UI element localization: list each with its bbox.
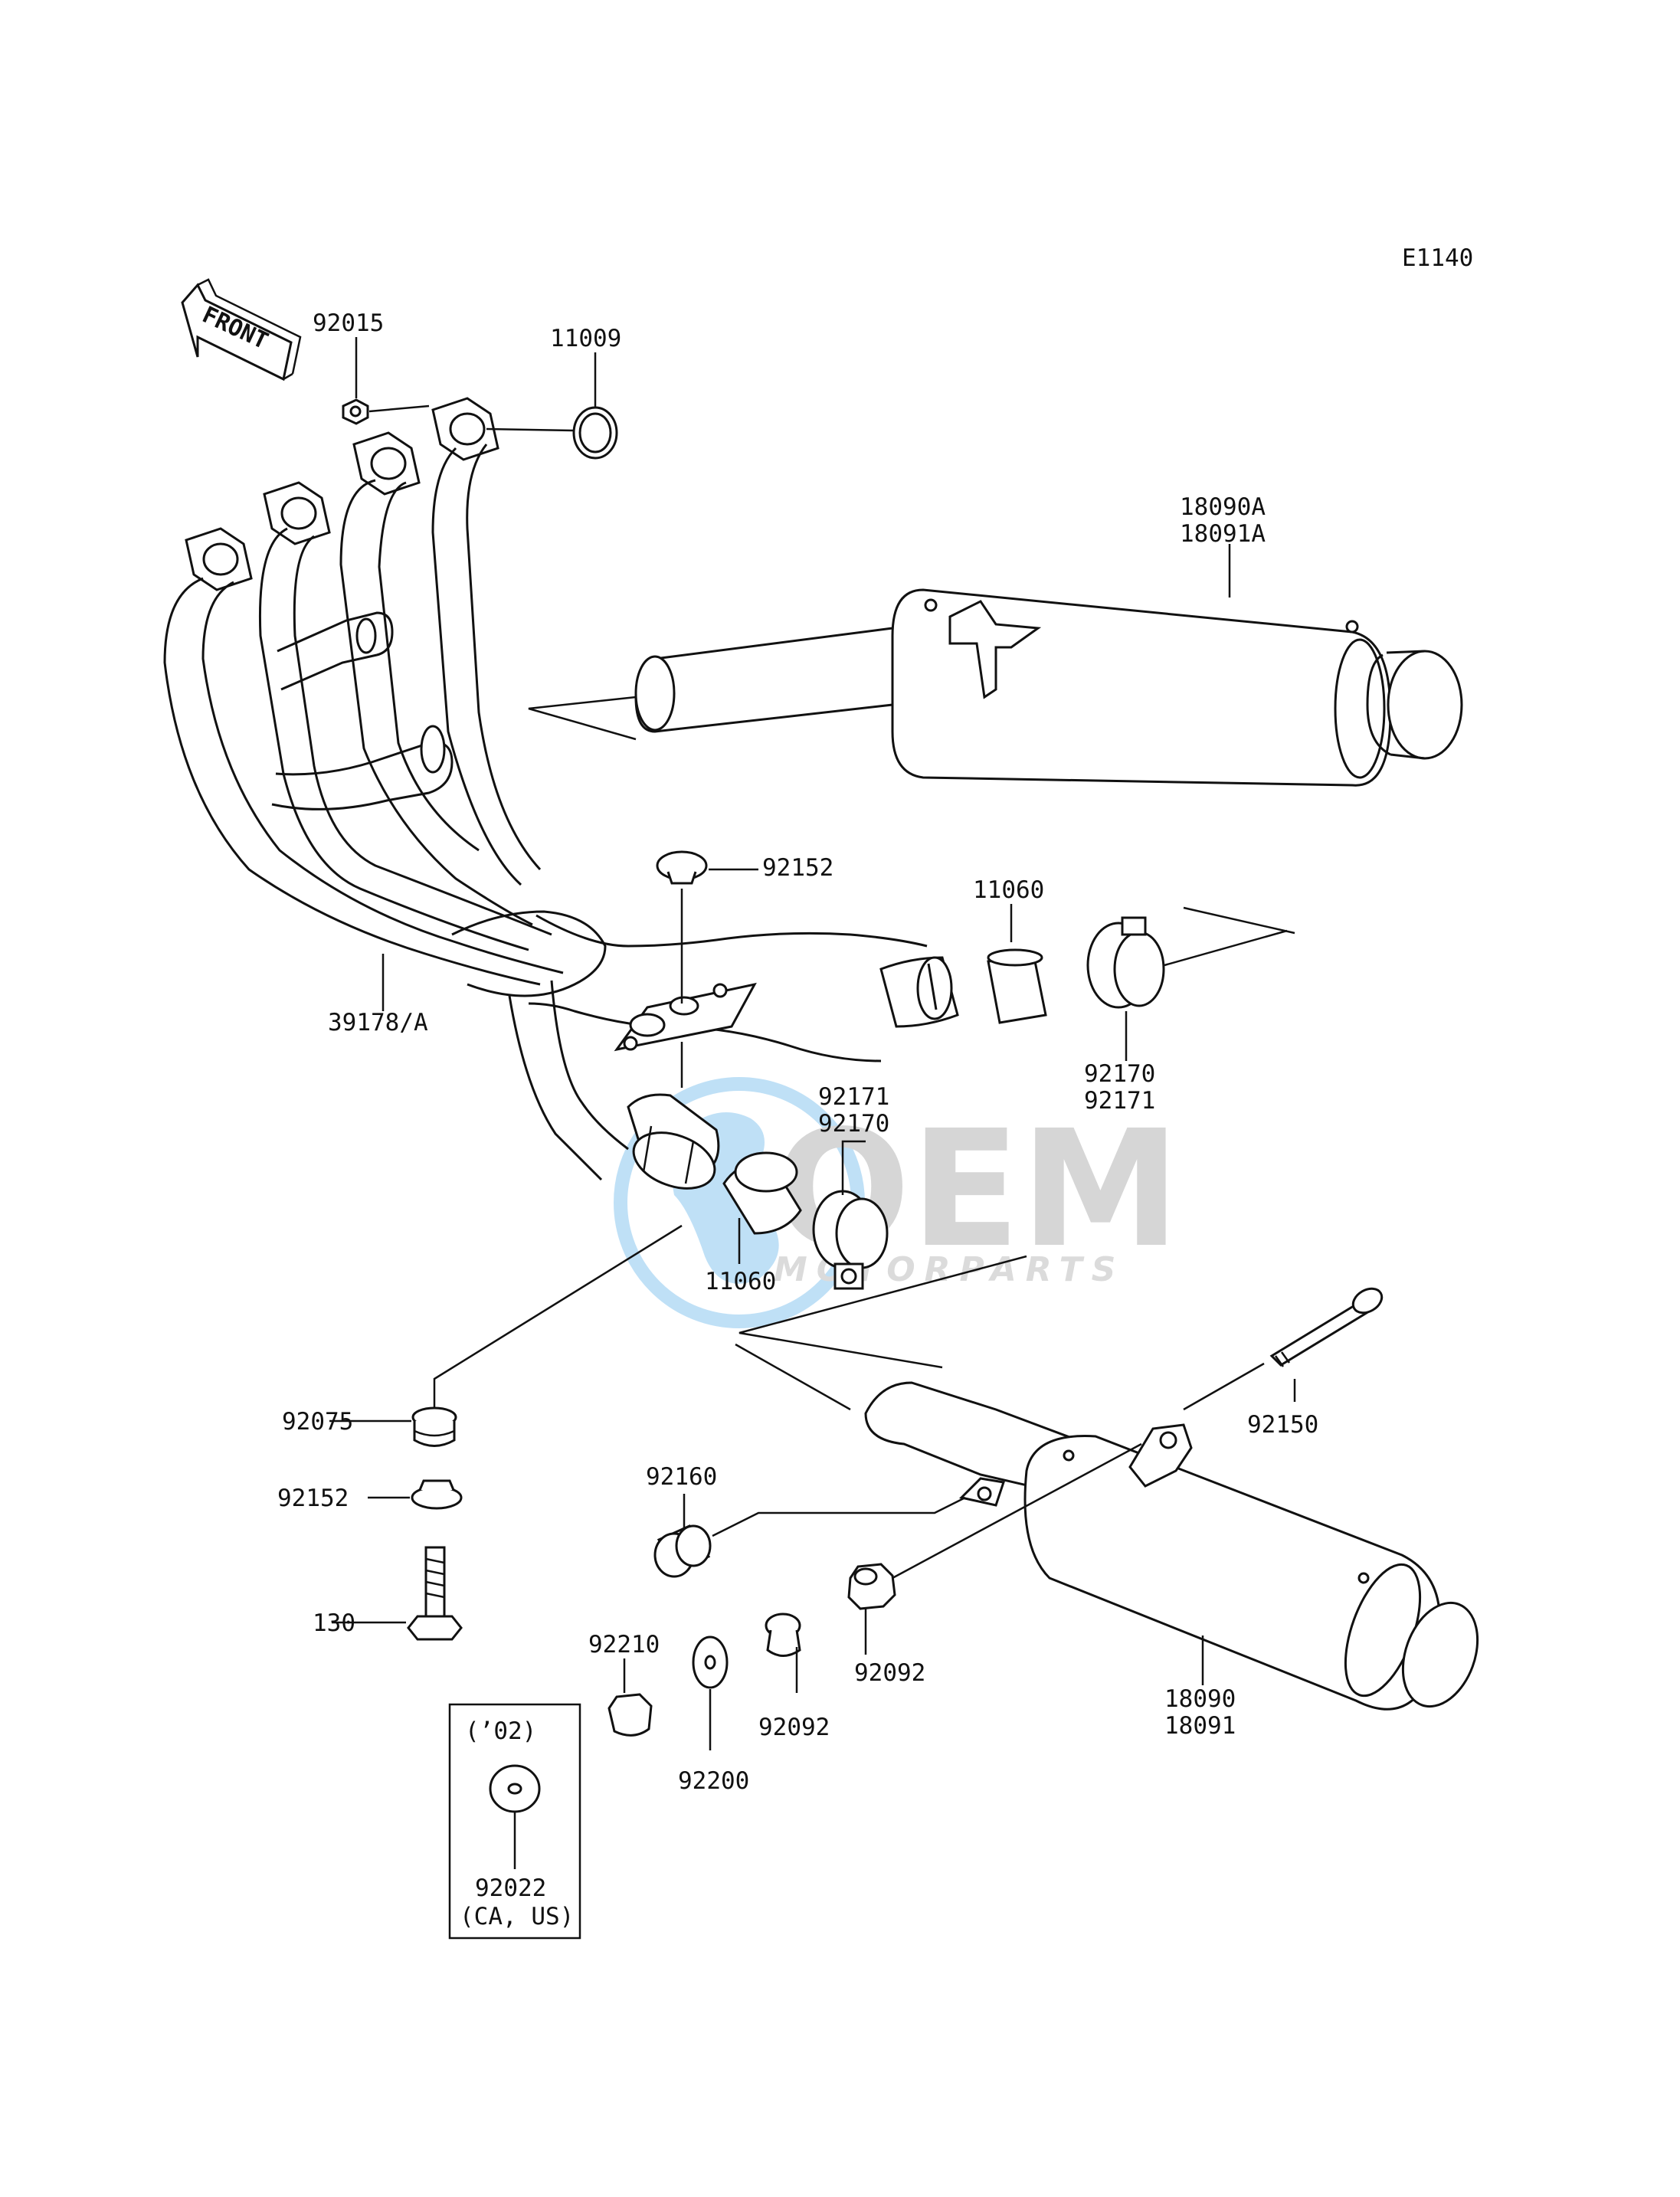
- header-flange-3: [263, 481, 331, 545]
- header-flange-4: [185, 527, 253, 591]
- grommet-92152-left: [368, 1479, 463, 1510]
- grommet-92152-top: [656, 850, 758, 1088]
- inset-box: [448, 1703, 581, 1940]
- lower-silencer: [735, 1255, 1479, 1711]
- grommet-92092-b: [847, 1442, 1142, 1655]
- grommet-92092-a: [765, 1613, 801, 1693]
- label-92015: 92015: [313, 309, 384, 337]
- label-11060-right: 11060: [973, 876, 1044, 904]
- front-arrow-icon: FRONT: [181, 278, 302, 381]
- grommet-92075: [329, 1224, 683, 1447]
- inset-region: (CA, US): [460, 1903, 574, 1930]
- label-92075: 92075: [282, 1408, 353, 1436]
- label-11009: 11009: [550, 325, 621, 352]
- label-92200: 92200: [678, 1767, 749, 1795]
- inset-year: (’02): [465, 1717, 536, 1745]
- label-92152-left: 92152: [277, 1485, 349, 1512]
- label-92170-mid: 92170: [818, 1110, 889, 1138]
- gasket-11009: [486, 352, 618, 460]
- clamp-92170-mid: [812, 1140, 889, 1290]
- label-92152-top: 92152: [762, 854, 833, 882]
- label-18091A: 18091A: [1180, 520, 1266, 548]
- label-39178: 39178/A: [328, 1009, 428, 1036]
- header-flange-2: [352, 431, 421, 496]
- label-92170-right: 92170: [1084, 1060, 1155, 1088]
- label-92022: 92022: [475, 1874, 546, 1902]
- ref-code: E1140: [1402, 244, 1473, 272]
- label-18091: 18091: [1164, 1712, 1236, 1740]
- bracket-hole: [629, 1013, 666, 1037]
- upper-silencer: [528, 544, 1463, 787]
- bolt-92150: [1183, 1287, 1384, 1411]
- exhaust-header-pipes: [163, 397, 959, 1190]
- bolt-130: [332, 1546, 463, 1641]
- label-11060-mid: 11060: [705, 1268, 776, 1295]
- header-flange-1: [431, 397, 499, 461]
- label-92171-mid: 92171: [818, 1083, 889, 1111]
- part-labels: 92015 11009 18090A 18091A 92152 11060 39…: [277, 309, 1318, 1930]
- collar-92160: [653, 1494, 966, 1578]
- clamp-92170-right: [1086, 906, 1295, 1061]
- cap-nut-92210: [607, 1658, 653, 1737]
- label-92092-a: 92092: [758, 1714, 830, 1741]
- washer-92200: [692, 1635, 729, 1750]
- label-92171-right: 92171: [1084, 1087, 1155, 1115]
- label-92150: 92150: [1247, 1411, 1318, 1439]
- sleeve-11060-mid: [722, 1151, 802, 1264]
- label-92092-b: 92092: [854, 1659, 925, 1687]
- label-18090A: 18090A: [1180, 493, 1266, 521]
- label-130: 130: [313, 1609, 355, 1637]
- nut-92015: [342, 337, 430, 425]
- label-92160: 92160: [646, 1463, 717, 1491]
- label-18090: 18090: [1164, 1685, 1236, 1713]
- sleeve-11060-right: [987, 904, 1047, 1024]
- label-92210: 92210: [588, 1631, 660, 1658]
